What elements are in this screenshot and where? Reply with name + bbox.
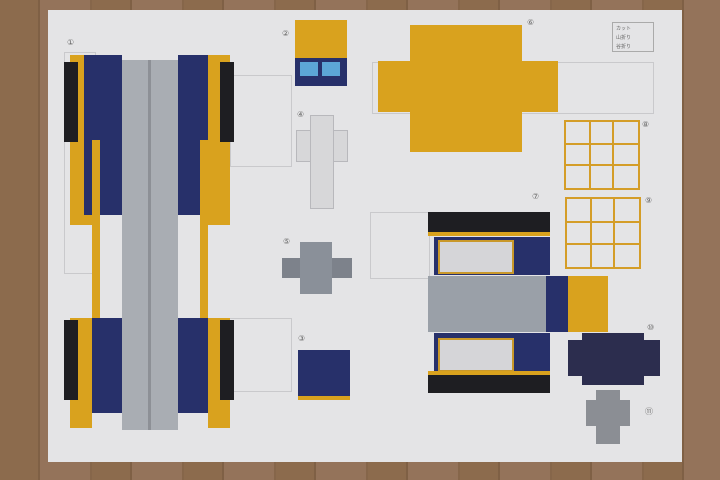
part-11-cross	[596, 390, 620, 444]
machinery-bottom	[428, 375, 550, 393]
body-panel-left-top	[84, 55, 122, 215]
yellow-stripe	[200, 140, 208, 370]
part-5-cross	[300, 242, 332, 294]
cab-rear	[298, 350, 350, 398]
window	[322, 62, 340, 76]
part-number-9: ⑨	[645, 196, 653, 205]
part-number-6: ⑥	[527, 18, 535, 27]
yellow-stripe	[428, 232, 550, 236]
yellow-stripe	[298, 396, 350, 400]
machinery-top	[428, 212, 550, 234]
hood-top	[428, 276, 546, 332]
part-4-cross	[310, 115, 334, 209]
tab-outline	[228, 318, 292, 392]
side-window	[438, 338, 514, 372]
bogie	[64, 62, 78, 142]
tab-outline	[370, 212, 430, 279]
side-window	[438, 240, 514, 274]
part-number-4: ④	[297, 110, 305, 119]
tab-outline	[230, 75, 292, 167]
legend-valley-fold: 谷折り	[616, 44, 632, 50]
bogie	[220, 320, 234, 400]
legend-mountain-fold: 山折り	[616, 35, 632, 41]
roof-divider	[148, 60, 151, 430]
part-number-1: ①	[67, 38, 75, 47]
part-number-10: ⑩	[647, 323, 655, 332]
part-10-base	[582, 333, 644, 385]
part-number-2: ②	[282, 29, 290, 38]
part-number-5: ⑤	[283, 237, 291, 246]
bogie	[64, 320, 78, 400]
railing-grid-8	[564, 120, 640, 190]
window	[300, 62, 318, 76]
bogie	[220, 62, 234, 142]
part-number-8: ⑧	[642, 120, 650, 129]
part-number-7: ⑦	[532, 192, 540, 201]
part-number-3: ③	[298, 334, 306, 343]
fold-legend: カット 山折り 谷折り	[612, 22, 654, 52]
yellow-stripe	[92, 140, 100, 370]
cab-front	[295, 20, 347, 58]
cab-front-yellow	[568, 276, 608, 332]
legend-cut: カット	[616, 26, 632, 32]
part-number-11: ⑪	[645, 407, 653, 416]
railing-grid-9	[565, 197, 641, 269]
upper-structure-top	[410, 25, 522, 61]
cab-windshield	[546, 276, 568, 332]
upper-structure-bottom	[410, 112, 522, 152]
yellow-stripe	[428, 371, 550, 375]
upper-structure-roof	[378, 61, 558, 112]
